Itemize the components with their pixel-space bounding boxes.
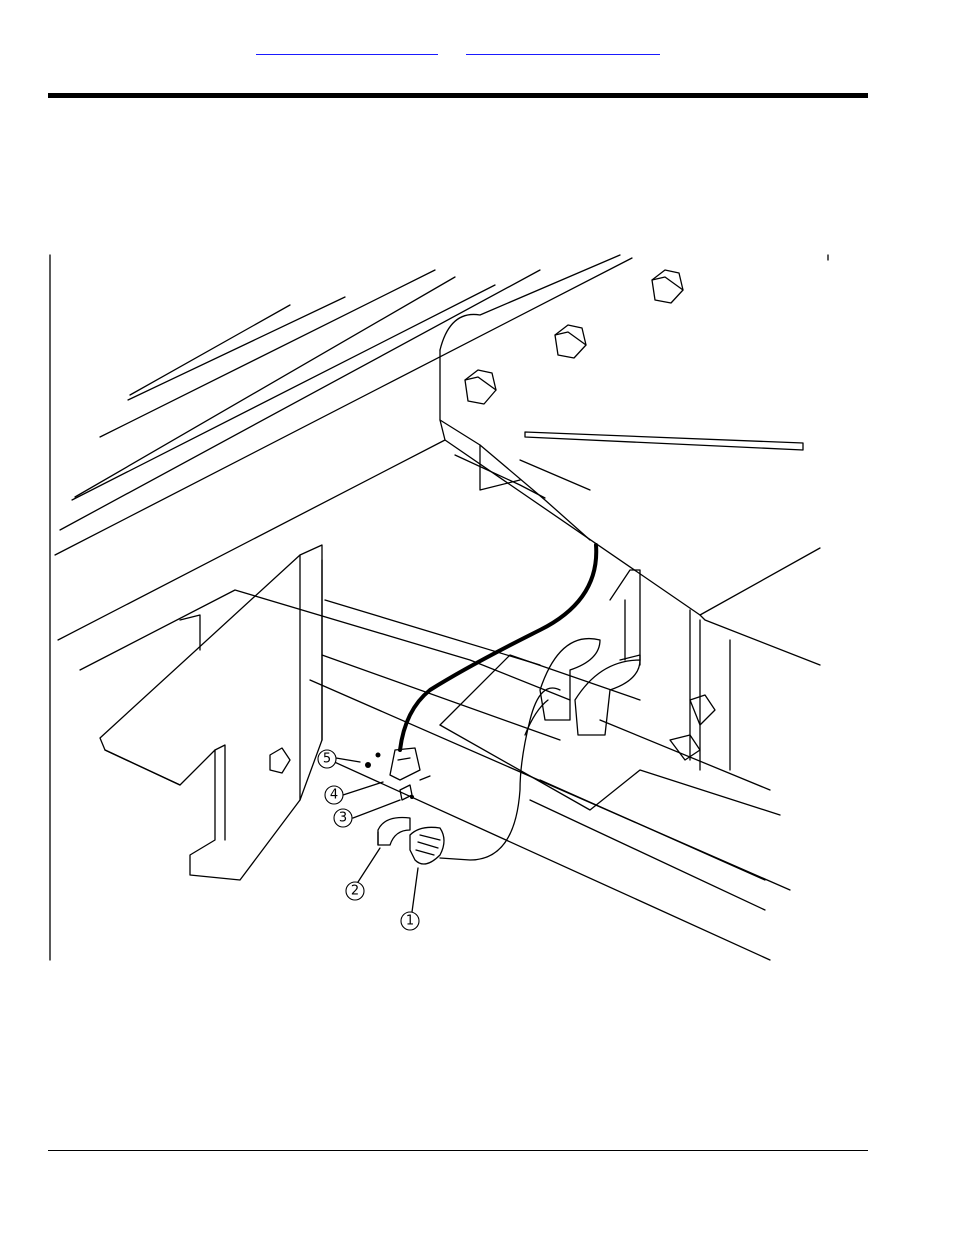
callout-number-1: 1: [406, 914, 414, 929]
callout-number-4: 4: [330, 788, 338, 803]
callout-number-2: 2: [351, 884, 359, 899]
callout-number-5: 5: [323, 752, 331, 767]
footer-rule: [48, 1150, 868, 1151]
callout-number-3: 3: [339, 811, 347, 826]
